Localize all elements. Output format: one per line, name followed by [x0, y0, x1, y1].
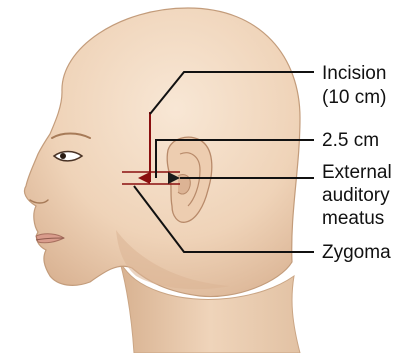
- pupil: [60, 153, 66, 159]
- label-zygoma: Zygoma: [322, 242, 391, 263]
- label-meatus-3: meatus: [322, 208, 384, 229]
- label-incision-1: Incision: [322, 63, 386, 84]
- label-incision-2: (10 cm): [322, 87, 386, 108]
- label-meatus-1: External: [322, 162, 392, 183]
- label-distance: 2.5 cm: [322, 130, 379, 151]
- label-meatus-2: auditory: [322, 185, 390, 206]
